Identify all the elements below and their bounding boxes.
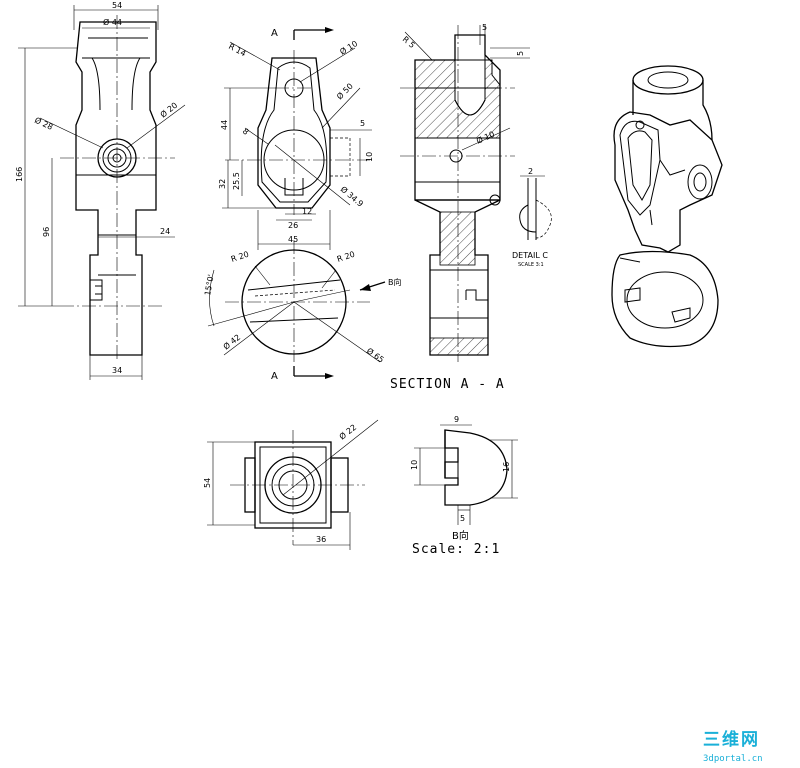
- round-view: 15°0' R 20 R 20 Ø 42 Ø 65 B向 A: [203, 240, 402, 382]
- b-direction-label: B向: [388, 277, 402, 287]
- dim-34: 34: [112, 366, 122, 375]
- dim-12: 12: [302, 207, 312, 216]
- detail-c-dim: 2: [528, 167, 533, 176]
- dim-10: 10: [365, 152, 374, 162]
- dim-r20-left: R 20: [230, 250, 250, 264]
- dim-angle-15: 15°0': [203, 274, 216, 297]
- isometric-view: [611, 65, 723, 348]
- dim-5-b: 5: [460, 514, 465, 523]
- dim-9: 9: [454, 415, 459, 424]
- detail-c: 2 DETAIL C SCALE 3:1: [512, 167, 552, 268]
- dim-8: 8: [241, 127, 251, 137]
- dim-16: 16: [502, 462, 511, 472]
- dim-44: 44: [220, 120, 229, 130]
- dim-dia42: Ø 42: [221, 332, 242, 352]
- dim-32: 32: [218, 179, 227, 189]
- section-aa-title: SECTION A - A: [390, 377, 505, 392]
- dim-5: 5: [360, 119, 365, 128]
- dim-dia65: Ø 65: [365, 345, 386, 364]
- dim-dia20: Ø 20: [158, 100, 179, 120]
- dim-26: 26: [288, 221, 298, 230]
- dim-166: 166: [15, 167, 24, 182]
- dim-25-5: 25.5: [232, 172, 241, 190]
- dim-54-top: 54: [112, 1, 122, 10]
- dim-dia28: Ø 28: [33, 115, 54, 132]
- dim-96: 96: [42, 227, 51, 237]
- dim-dia50: Ø 50: [334, 81, 355, 102]
- section-a-a: R 5 5 5 Ø 10 SECTION A - A: [390, 23, 530, 392]
- cut-label-bottom: A: [271, 371, 278, 382]
- dim-5a: 5: [482, 23, 487, 32]
- dim-dia10: Ø 10: [338, 38, 359, 57]
- dim-10-b: 10: [410, 460, 419, 470]
- watermark-text: 三维网: [703, 729, 760, 750]
- detail-c-scale: SCALE 3:1: [518, 262, 544, 268]
- watermark-url: 3dportal.cn: [703, 754, 763, 764]
- cut-label-top: A: [271, 28, 278, 39]
- dim-45: 45: [288, 235, 298, 244]
- bottom-view: Ø 22 54 36: [203, 419, 379, 550]
- dim-dia44: Ø 44: [103, 17, 122, 27]
- dim-54-bottom: 54: [203, 478, 212, 488]
- dim-5b: 5: [516, 51, 525, 56]
- b-view-scale: Scale: 2:1: [412, 542, 500, 557]
- dim-r20-right: R 20: [336, 250, 356, 264]
- b-view: 9 10 16 5 B向 Scale: 2:1: [410, 415, 518, 557]
- dim-dia34-9: Ø 34.9: [339, 184, 366, 209]
- dim-r5: R 5: [401, 35, 417, 50]
- detail-c-title: DETAIL C: [512, 251, 548, 260]
- watermark-logo: 三维网 3dportal.cn: [703, 729, 763, 764]
- dim-dia22: Ø 22: [337, 422, 358, 442]
- front-view: 54 Ø 44 Ø 28 Ø 20 166 96 24 34: [15, 1, 186, 380]
- side-view: A R 14 Ø 10 Ø 50 44 8 32 25.5 5 10: [218, 27, 374, 250]
- dim-24: 24: [160, 227, 170, 236]
- b-view-label: B向: [452, 529, 469, 542]
- dim-36: 36: [316, 535, 326, 544]
- dim-r14: R 14: [227, 42, 247, 59]
